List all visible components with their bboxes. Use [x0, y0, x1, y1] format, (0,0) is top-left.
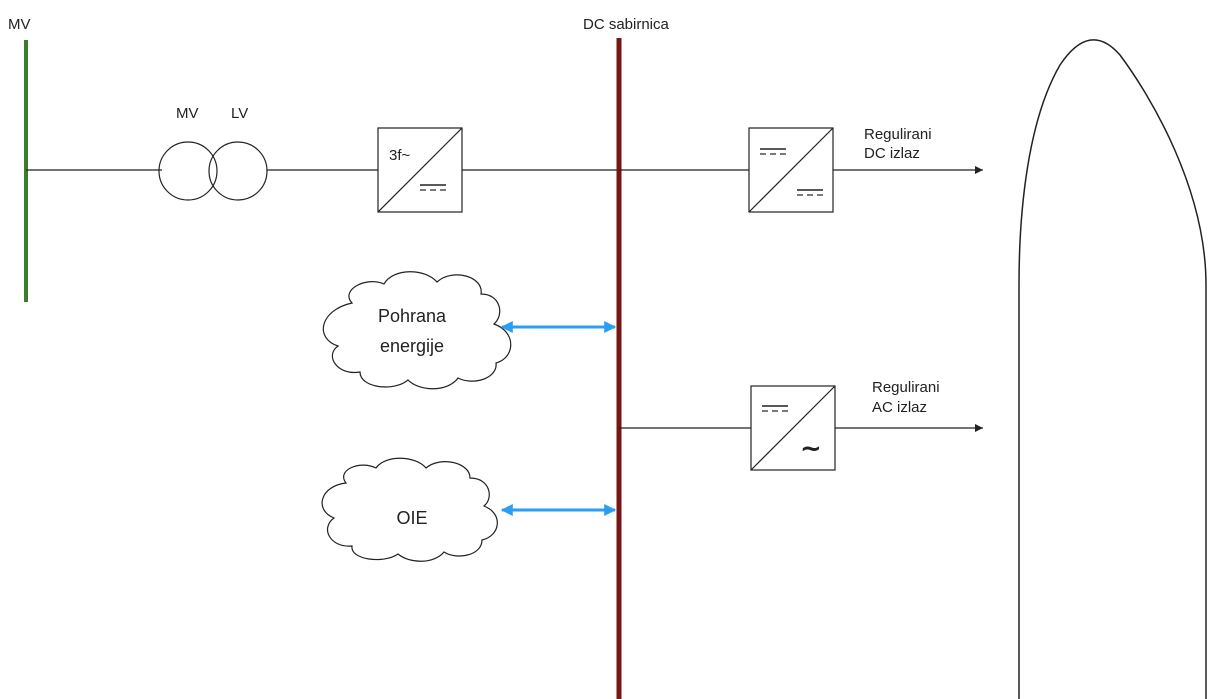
- transformer-icon: [158, 141, 268, 201]
- transformer-mv-label: MV: [176, 105, 199, 122]
- transformer-lv-label: LV: [231, 105, 248, 122]
- load-outline: [1018, 39, 1207, 699]
- storage-cloud-icon: [322, 271, 512, 390]
- storage-label-line1: Pohrana: [378, 306, 447, 326]
- ac-output-label-line2: AC izlaz: [872, 399, 927, 416]
- renewables-cloud-icon: [321, 457, 498, 562]
- dc-ac-inverter-icon: [750, 385, 836, 471]
- rectifier-ac-label: 3f~: [389, 147, 411, 164]
- inverter-ac-symbol: ~: [800, 434, 822, 464]
- ac-output-label-line1: Regulirani: [872, 379, 940, 396]
- dc-output-label-line1: Regulirani: [864, 126, 932, 143]
- dc-output-label-line2: DC izlaz: [864, 145, 920, 162]
- dc-bus-label: DC sabirnica: [583, 16, 670, 33]
- dc-dc-converter-icon: [748, 127, 834, 213]
- mv-bus-label: MV: [8, 16, 31, 33]
- storage-label-line2: energije: [380, 336, 444, 356]
- renewables-label: OIE: [396, 508, 427, 528]
- ac-dc-converter-icon: [377, 127, 463, 213]
